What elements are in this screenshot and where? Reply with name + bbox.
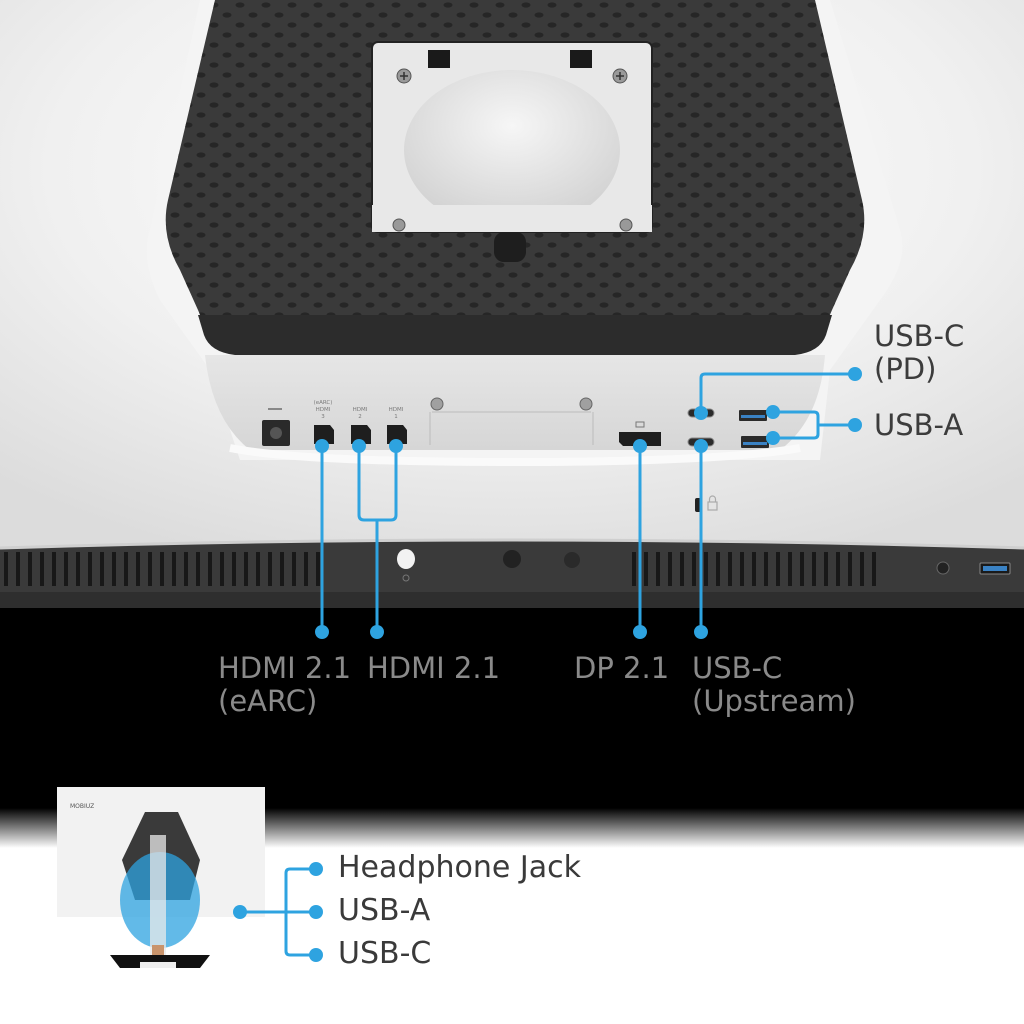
label-usb-c-pd-line1: USB-C (874, 319, 965, 353)
label-headphone-jack: Headphone Jack (338, 850, 581, 885)
hdmi-2-port (351, 425, 371, 444)
label-dp: DP 2.1 (574, 651, 670, 685)
svg-text:HDMI: HDMI (389, 407, 404, 413)
joystick-button (503, 550, 521, 568)
hdmi-3-port (314, 425, 334, 444)
label-hdmi-earc-line2: (eARC) (218, 684, 318, 719)
label-usb-c-upstream-line2: (Upstream) (692, 684, 856, 719)
label-hdmi-earc-line1: HDMI 2.1 (218, 651, 352, 685)
power-icon (402, 574, 410, 582)
label-usb-c-upstream: USB-C (Upstream) (692, 651, 856, 719)
svg-text:1: 1 (394, 414, 398, 420)
label-usb-a-top: USB-A (874, 408, 964, 442)
thumbnail-brand: MOBIUZ (70, 803, 94, 810)
label-usb-a-bottom: USB-A (338, 893, 431, 928)
hdmi3-marking-1: (eARC) (314, 400, 333, 406)
callout-lines (320, 372, 855, 632)
callout-dots (315, 367, 862, 639)
label-usb-c-bottom: USB-C (338, 936, 432, 971)
hdmi-1-port (387, 425, 407, 444)
svg-text:2: 2 (358, 414, 362, 420)
lock-icon (707, 501, 718, 511)
headphone-jack (936, 561, 950, 575)
power-button (397, 549, 415, 569)
black-band (0, 608, 1024, 808)
control-button (564, 552, 580, 568)
label-hdmi-earc: HDMI 2.1 (eARC) (218, 651, 352, 719)
monitor-thumbnail: MOBIUZ (57, 787, 265, 968)
label-hdmi: HDMI 2.1 (367, 651, 501, 685)
label-usb-c-pd-line2: (PD) (874, 352, 937, 387)
label-usb-c-upstream-line1: USB-C (692, 651, 783, 685)
monitor-bottom-edge (0, 538, 1024, 608)
thumb-screw (494, 232, 526, 262)
svg-text:3: 3 (321, 414, 325, 420)
vesa-mount-plate (371, 41, 653, 262)
svg-text:HDMI: HDMI (316, 407, 331, 413)
label-usb-c-pd: USB-C (PD) (874, 319, 965, 387)
svg-text:HDMI: HDMI (353, 407, 368, 413)
